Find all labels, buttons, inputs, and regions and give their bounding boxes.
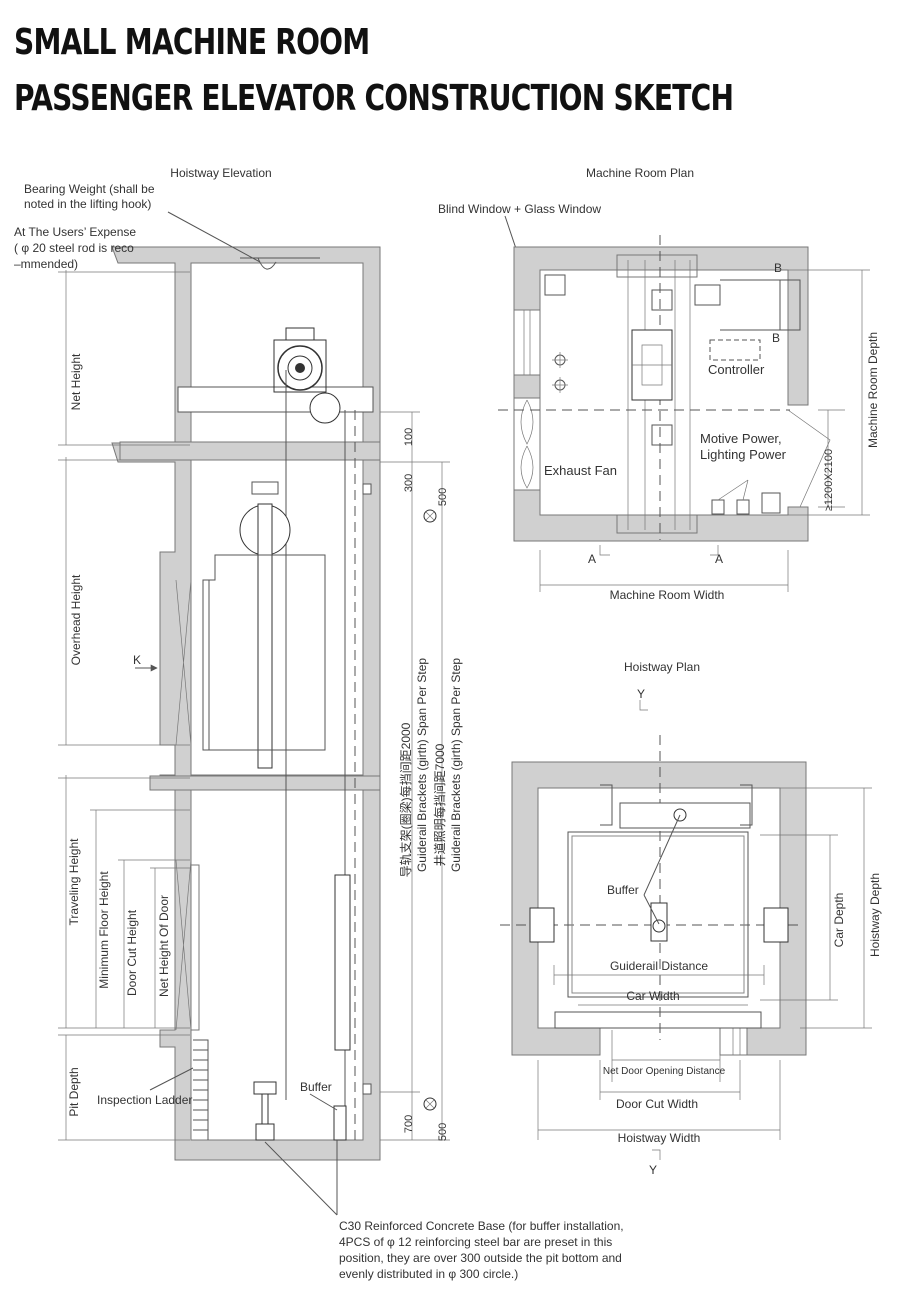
guiderail-right-icon [763,907,789,943]
bearing-weight-line-1: Bearing Weight (shall be [24,182,155,196]
car-depth-label: Car Depth [832,893,846,948]
section-a-left: A [588,552,596,566]
users-expense-line-1: At The Users’ Expense [14,225,136,239]
dim-500-top: 500 [437,488,449,506]
buffer-icon [253,1081,347,1141]
bracket-span-cn-2000: 导轨支架(圈梁)每挡间距2000 [398,722,413,877]
concrete-note-line-1: C30 Reinforced Concrete Base (for buffer… [339,1219,624,1233]
hoistway-depth-label: Hoistway Depth [868,873,882,957]
door-cut-height-label: Door Cut Height [125,909,139,996]
plan-buffer-label: Buffer [607,883,639,897]
elevation-buffer-label: Buffer [300,1080,332,1094]
guiderail-left-icon [529,907,555,943]
shaft-upper-interior [190,459,364,776]
window-icon [513,309,541,376]
k-mark: K [133,653,141,667]
traction-machine-icon [177,327,374,424]
title-line-2: PASSENGER ELEVATOR CONSTRUCTION SKETCH [14,78,734,119]
door-cut-width-label: Door Cut Width [616,1097,698,1111]
floor-slab [149,775,381,791]
machine-room-walls [513,246,809,542]
traveling-height-label: Traveling Height [67,838,81,926]
net-height-of-door-label: Net Height Of Door [157,895,171,997]
bearing-weight-line-2: noted in the lifting hook) [24,197,151,211]
guiderail-distance-label: Guiderail Distance [610,959,708,973]
users-expense-line-3: –mmended) [14,257,78,271]
machine-room-plan: Machine Room Plan Blind Window + Glass W… [438,166,880,602]
machine-room-slab [119,441,381,461]
hoistway-width-label: Hoistway Width [618,1131,701,1145]
hoistway-plan-title: Hoistway Plan [624,660,700,674]
dim-700: 700 [403,1115,415,1133]
hoistway-plan: Hoistway Plan Y Buffer Guiderail Distanc… [500,660,882,1177]
elevator-car [202,554,326,751]
door-size-label: ≥1200X2100 [823,449,835,511]
b-top-mark: B [774,261,782,275]
dim-100: 100 [403,428,415,446]
bracket-span-en-1: Guiderail Brackets (girth) Span Per Step [415,658,429,872]
minimum-floor-height-label: Minimum Floor Height [97,871,111,989]
pit-depth-label: Pit Depth [67,1067,81,1116]
concrete-note-line-3: position, they are over 300 outside the … [339,1251,622,1265]
concrete-note-line-4: evenly distributed in φ 300 circle.) [339,1267,518,1281]
y-bottom-mark: Y [649,1163,657,1177]
dim-300: 300 [403,474,415,492]
motive-power-line-1: Motive Power, [700,431,782,446]
window-label: Blind Window + Glass Window [438,202,601,216]
net-door-opening-label: Net Door Opening Distance [603,1066,726,1077]
machine-room-depth-label: Machine Room Depth [866,332,880,448]
counterweight [257,503,273,769]
inspection-ladder-label: Inspection Ladder [97,1093,192,1107]
exhaust-fan-icon [513,397,541,491]
hoistway-elevation: Hoistway Elevation [14,166,624,1281]
elevation-title: Hoistway Elevation [170,166,271,180]
ladder-icon [193,1039,209,1140]
machine-room-title: Machine Room Plan [586,166,694,180]
section-a-right: A [715,552,723,566]
controller-label: Controller [708,362,765,377]
net-height-label: Net Height [69,353,83,410]
overhead-height-label: Overhead Height [69,574,83,665]
users-expense-line-2: ( φ 20 steel rod is reco [14,241,134,255]
concrete-note-line-2: 4PCS of φ 12 reinforcing steel bar are p… [339,1235,612,1249]
bracket-span-en-2: Guiderail Brackets (girth) Span Per Step [449,658,463,872]
b-bottom-mark: B [772,331,780,345]
car-width-label: Car Width [626,989,679,1003]
motive-power-line-2: Lighting Power [700,447,787,462]
lighting-span-cn-7000: 井道照明每挡间距7000 [432,743,447,866]
machine-room-width-label: Machine Room Width [610,588,725,602]
exhaust-fan-label: Exhaust Fan [544,463,617,478]
title-line-1: SMALL MACHINE ROOM [14,22,370,63]
counterweight-plan [619,802,751,829]
y-top-mark: Y [637,687,645,701]
dim-500-bottom: 500 [437,1123,449,1141]
